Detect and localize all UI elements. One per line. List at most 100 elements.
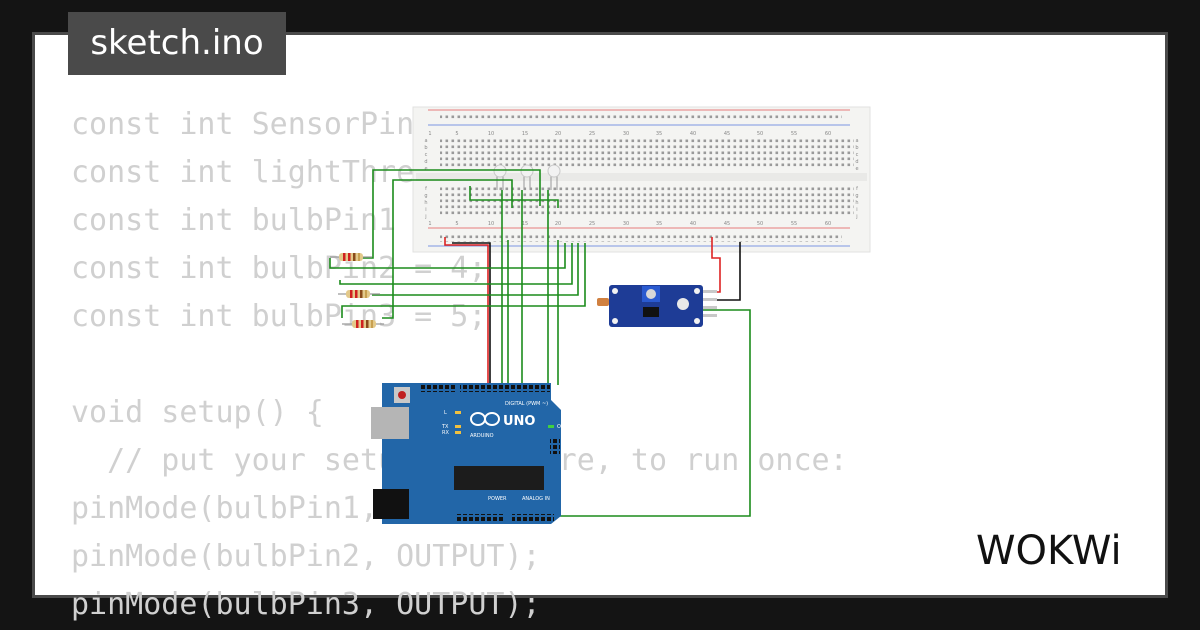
row-letter: h — [855, 200, 858, 206]
power-header — [455, 514, 503, 521]
row-letter: g — [424, 193, 427, 199]
usb-port — [371, 407, 409, 439]
analog-label: ANALOG IN — [522, 496, 550, 502]
resistors — [330, 253, 384, 328]
row-letter: e — [424, 166, 427, 172]
column-number: 35 — [656, 221, 662, 227]
column-number: 40 — [690, 131, 696, 137]
brand-name: WOKWi — [976, 528, 1122, 574]
column-number: 10 — [488, 221, 494, 227]
column-number: 30 — [623, 221, 629, 227]
column-number: 25 — [589, 221, 595, 227]
on-label: ON — [557, 424, 565, 430]
led-1[interactable] — [493, 164, 507, 178]
led-bulbs — [493, 164, 561, 190]
arduino-markings: UNO ARDUINO DIGITAL (PWM ~) ANALOG IN PO… — [441, 401, 565, 502]
row-letter: f — [425, 186, 427, 192]
column-number: 40 — [690, 221, 696, 227]
row-letter: c — [856, 152, 859, 158]
resistor-3[interactable] — [342, 320, 384, 328]
analog-header — [512, 514, 554, 521]
wire-green — [469, 186, 559, 208]
column-number: 55 — [791, 131, 797, 137]
column-number: 5 — [455, 221, 458, 227]
wire-green — [555, 309, 751, 517]
row-letter: a — [855, 138, 858, 144]
row-letter: f — [856, 186, 858, 192]
row-letter: i — [425, 207, 426, 213]
arduino-uno[interactable]: UNO ARDUINO DIGITAL (PWM ~) ANALOG IN PO… — [371, 383, 565, 524]
terminal-holes-bottom — [440, 185, 854, 217]
column-number: 45 — [724, 221, 730, 227]
uno-label: UNO — [503, 414, 536, 429]
column-number: 30 — [623, 131, 629, 137]
code-line: void setup() { — [71, 395, 324, 430]
column-number: 60 — [825, 131, 831, 137]
column-number: 25 — [589, 131, 595, 137]
center-channel — [416, 173, 867, 181]
resistor-1[interactable] — [330, 253, 372, 261]
row-letter: d — [855, 159, 858, 165]
column-number: 60 — [825, 221, 831, 227]
rail-holes-bottom — [440, 234, 842, 242]
power-label: POWER — [488, 496, 507, 502]
column-number: 20 — [555, 131, 561, 137]
digital-header-right — [460, 384, 550, 392]
column-number: 55 — [791, 221, 797, 227]
column-number: 35 — [656, 131, 662, 137]
wires — [329, 169, 751, 520]
wire-green — [382, 186, 394, 319]
row-letter: b — [424, 145, 427, 151]
column-number: 1 — [428, 131, 431, 137]
column-number: 15 — [522, 131, 528, 137]
column-number: 50 — [757, 131, 763, 137]
wire-green — [341, 243, 586, 318]
code-background: const int SensorPin = A0; const int ligh… — [71, 101, 848, 629]
column-number: 1 — [428, 221, 431, 227]
light-sensor-module[interactable] — [597, 285, 717, 327]
column-number: 50 — [757, 221, 763, 227]
row-letter: g — [855, 193, 858, 199]
row-letter: i — [856, 207, 857, 213]
led-3[interactable] — [547, 164, 561, 178]
column-number: 15 — [522, 221, 528, 227]
column-number: 20 — [555, 221, 561, 227]
code-line: pinMode(bulbPin3, OUTPUT); — [71, 587, 541, 622]
wire-green — [372, 243, 579, 296]
tx-label: TX — [441, 424, 449, 430]
row-letter: j — [855, 214, 857, 220]
digital-label: DIGITAL (PWM ~) — [505, 401, 548, 407]
row-letter: j — [424, 214, 426, 220]
terminal-holes-top — [440, 137, 854, 169]
wire-green — [329, 243, 566, 269]
wire-green — [340, 175, 374, 259]
power-jack — [373, 489, 409, 519]
rx-label: RX — [442, 430, 449, 436]
column-number: 5 — [455, 131, 458, 137]
resistor-2[interactable] — [338, 290, 380, 298]
code-line: pinMode(bulbPin2, OUTPUT); — [71, 539, 541, 574]
photoresistor — [597, 298, 609, 306]
row-letter: a — [424, 138, 427, 144]
file-name-tab[interactable]: sketch.ino — [68, 12, 286, 75]
wire-green — [372, 169, 541, 206]
wire-red — [444, 237, 489, 520]
column-number: 45 — [724, 131, 730, 137]
rail-holes-top — [440, 113, 842, 121]
wokwi-logo: WOKWi — [976, 528, 1122, 574]
wire-green — [392, 179, 513, 208]
row-letter: c — [425, 152, 428, 158]
row-letter: e — [855, 166, 858, 172]
code-line: const int bulbPin3 = 5; — [71, 299, 487, 334]
arduino-brand: ARDUINO — [470, 433, 494, 439]
row-letter: h — [424, 200, 427, 206]
arduino-infinity-logo — [470, 412, 500, 426]
led-2[interactable] — [520, 164, 534, 178]
row-letter: d — [424, 159, 427, 165]
row-letter: b — [855, 145, 858, 151]
column-number: 10 — [488, 131, 494, 137]
digital-header-left — [420, 384, 456, 392]
wire-green — [339, 243, 573, 285]
atmega-chip — [454, 466, 544, 490]
